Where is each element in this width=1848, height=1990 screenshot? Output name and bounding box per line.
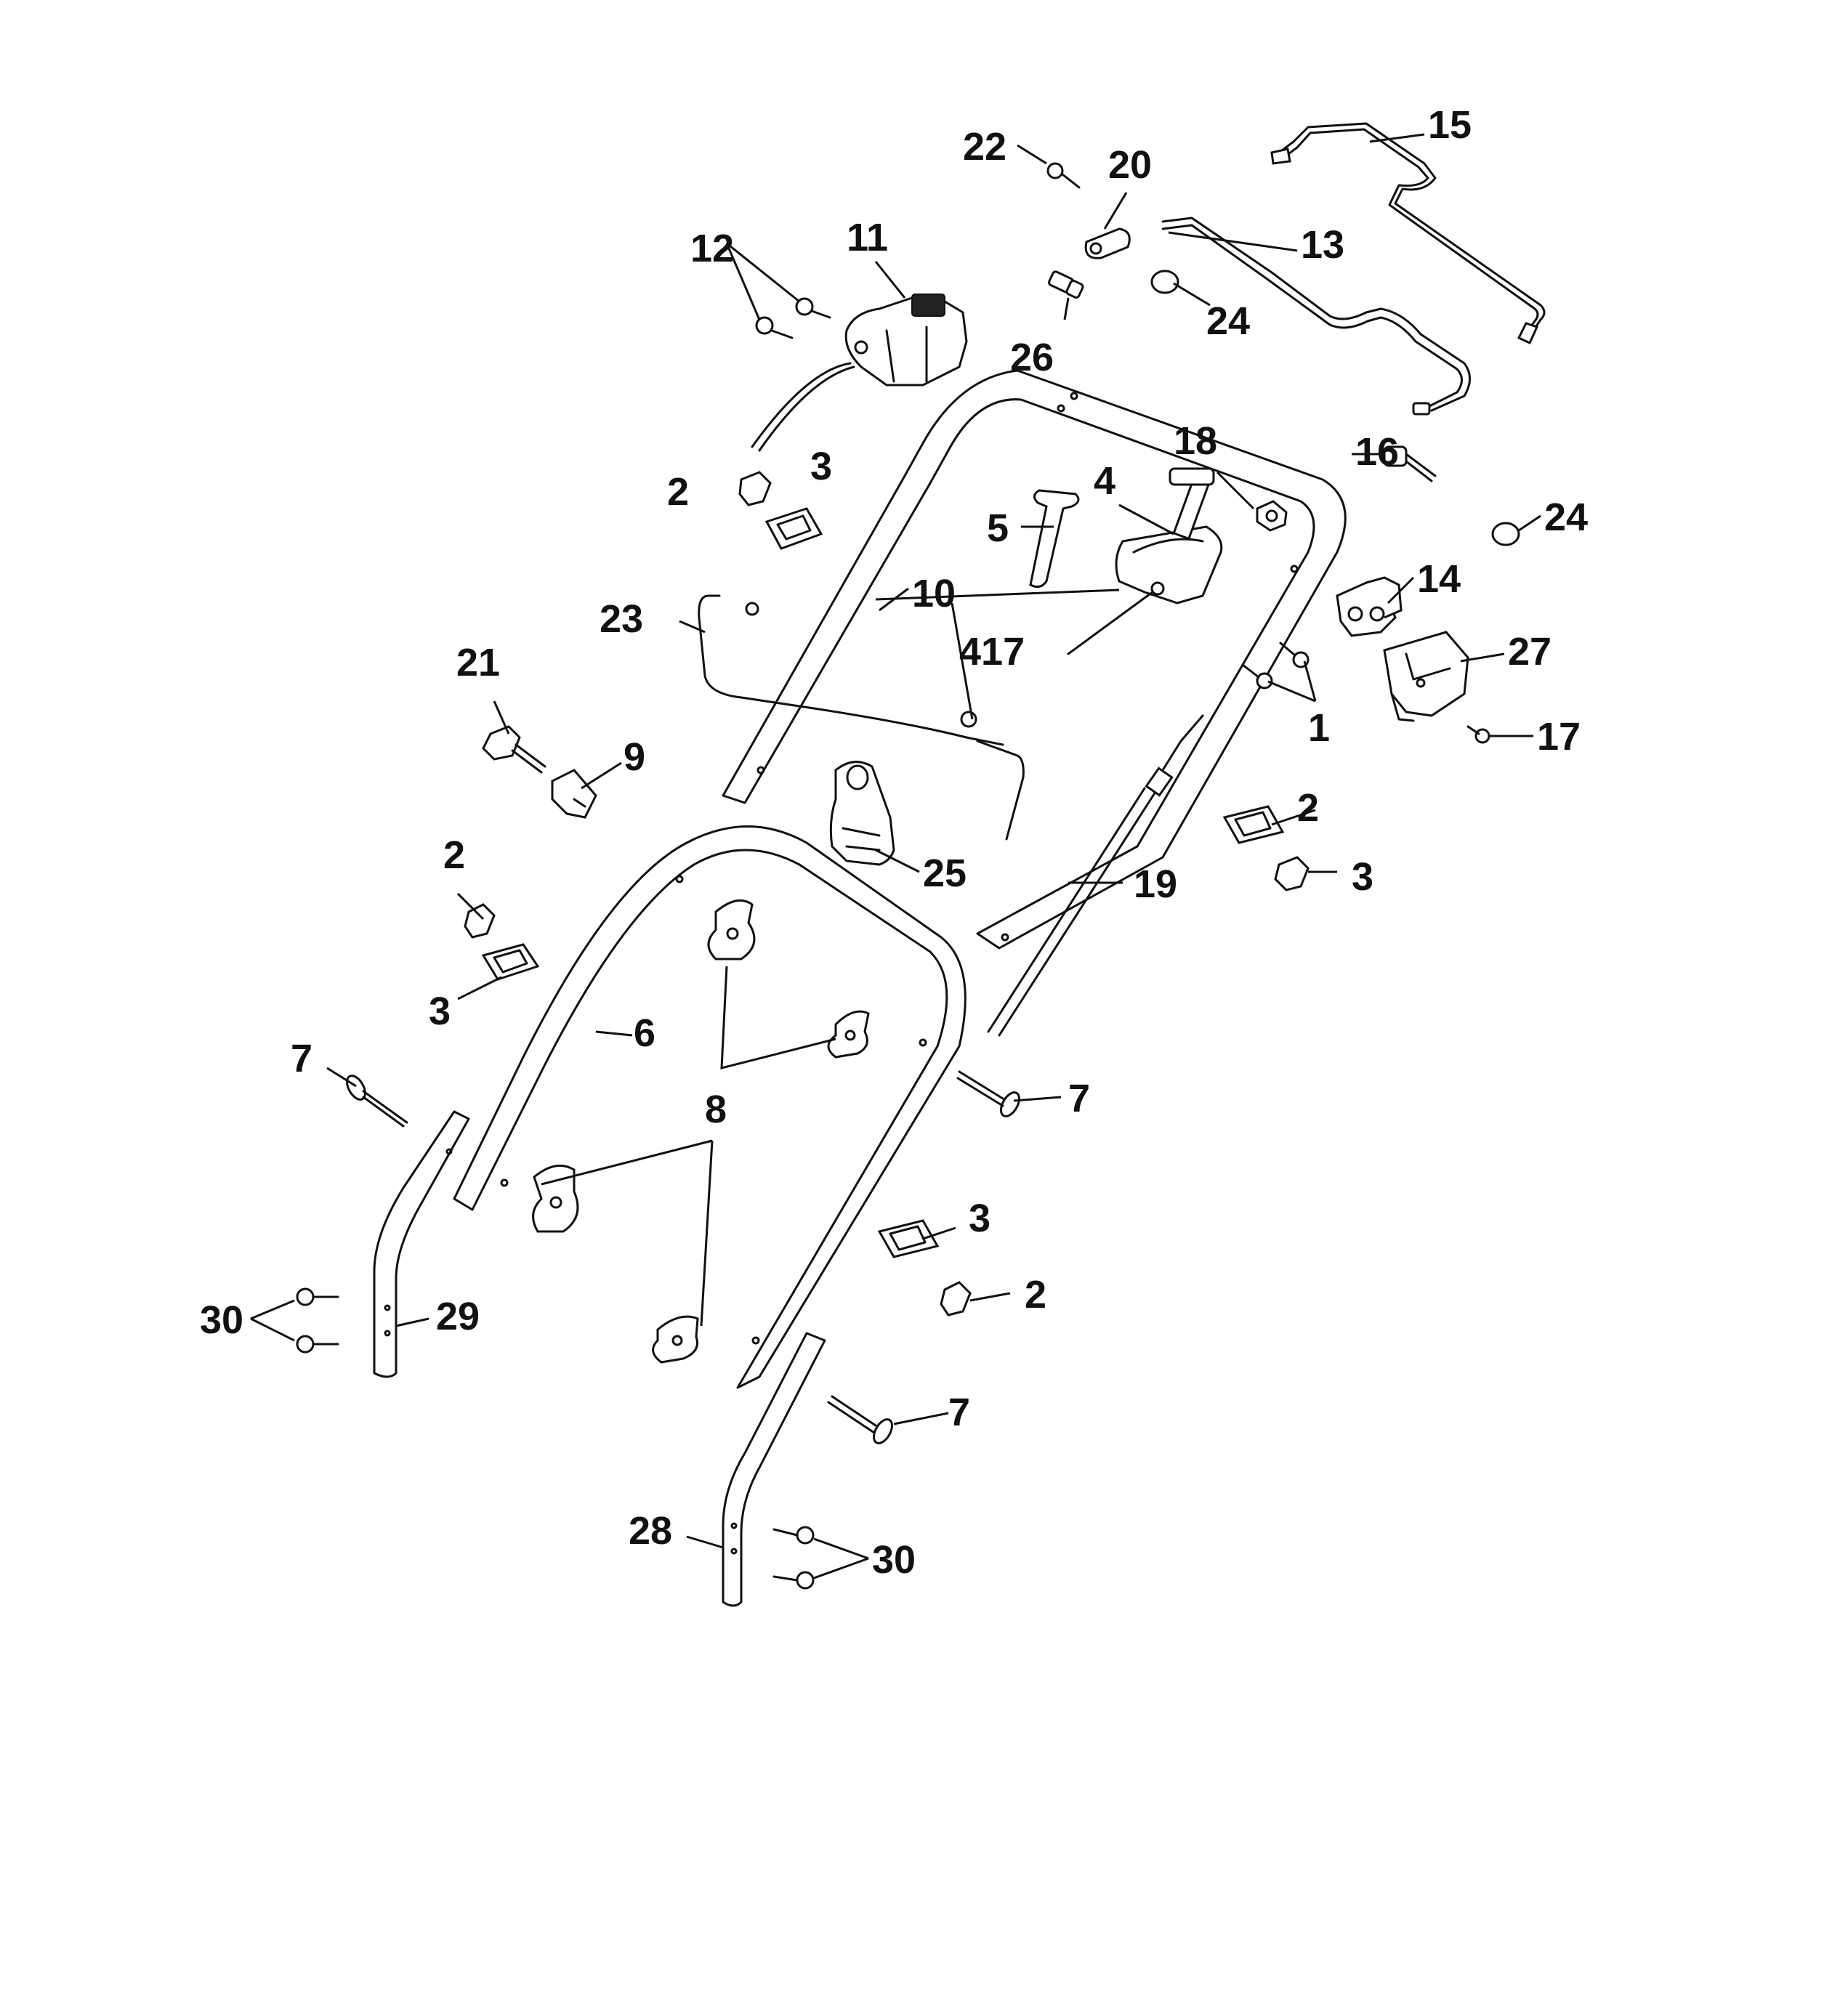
label-8: 8	[705, 1088, 727, 1131]
lower-tube-part-28	[722, 1332, 826, 1607]
label-2-top: 2	[667, 470, 689, 514]
control-cable-part-19	[987, 714, 1204, 1037]
label-19: 19	[1134, 862, 1177, 906]
label-30-right: 30	[872, 1538, 916, 1582]
label-2-left: 2	[443, 833, 465, 877]
label-22: 22	[963, 125, 1006, 169]
label-26: 26	[1010, 336, 1054, 379]
screw-part-22	[1046, 162, 1081, 189]
lever-part-5	[1029, 489, 1080, 588]
leader-lines	[250, 133, 1541, 1580]
knob-part-21	[482, 725, 546, 774]
lower-tube-part-29	[373, 1110, 470, 1378]
label-15: 15	[1428, 103, 1472, 147]
label-16: 16	[1355, 430, 1399, 474]
label-3-right: 3	[1352, 855, 1373, 899]
label-2-right: 2	[1297, 786, 1319, 830]
label-24-top: 24	[1206, 299, 1250, 343]
clip-part-9	[551, 769, 597, 819]
screw-part-12	[755, 297, 831, 339]
label-28: 28	[629, 1509, 672, 1553]
screw-part-30	[296, 1287, 815, 1590]
label-20: 20	[1108, 143, 1152, 187]
label-9: 9	[624, 735, 645, 779]
screw-part-17	[1466, 725, 1490, 744]
wire-rod-part-15	[1270, 122, 1546, 344]
label-1: 1	[1308, 706, 1330, 750]
label-29: 29	[436, 1295, 480, 1338]
throttle-control-part-4	[1067, 467, 1223, 655]
label-12: 12	[690, 227, 734, 270]
label-3-bottom: 3	[969, 1197, 990, 1240]
upper-handle-part-10	[722, 369, 1347, 950]
label-27: 27	[1508, 630, 1552, 674]
nut-part-18	[1256, 500, 1288, 532]
label-17: 17	[1537, 715, 1581, 759]
bolt-part-16	[1383, 445, 1437, 482]
pin-part-26	[1047, 270, 1084, 299]
bolt-part-7	[346, 1070, 1020, 1444]
holder-part-25	[829, 761, 895, 866]
part-labels: 15 22 20 11 12 13 24 26 18 16 3 4 2 24 5…	[200, 103, 1588, 1582]
cap-part-24	[1150, 270, 1520, 546]
label-11: 11	[847, 216, 888, 259]
wing-knob-part-8	[532, 899, 870, 1364]
control-box-part-11	[751, 294, 968, 452]
label-30-left: 30	[200, 1298, 243, 1342]
bracket-part-14	[1336, 576, 1403, 637]
label-24-right: 24	[1544, 496, 1588, 539]
label-14: 14	[1417, 557, 1461, 601]
rod-part-13	[1161, 217, 1471, 416]
link-part-20	[1084, 227, 1131, 259]
label-4: 4	[1094, 459, 1115, 503]
label-7-left: 7	[291, 1037, 312, 1080]
label-5: 5	[987, 506, 1009, 550]
label-25: 25	[923, 852, 967, 895]
label-10: 10	[912, 572, 956, 615]
label-7-mid: 7	[1068, 1077, 1090, 1120]
bracket-part-27	[1383, 631, 1469, 722]
clamp-part-2	[464, 471, 1310, 1316]
label-7-bottom: 7	[948, 1391, 970, 1434]
label-3-top: 3	[810, 445, 832, 488]
label-13: 13	[1301, 223, 1344, 267]
label-23: 23	[600, 597, 643, 641]
label-3-left: 3	[429, 990, 451, 1033]
label-417: 417	[959, 630, 1025, 674]
cover-part-3	[481, 507, 1285, 1258]
label-6: 6	[634, 1011, 655, 1055]
label-18: 18	[1174, 419, 1217, 463]
label-21: 21	[456, 641, 500, 684]
lower-handle-part-6	[453, 825, 967, 1389]
label-2-bottom: 2	[1025, 1273, 1046, 1316]
